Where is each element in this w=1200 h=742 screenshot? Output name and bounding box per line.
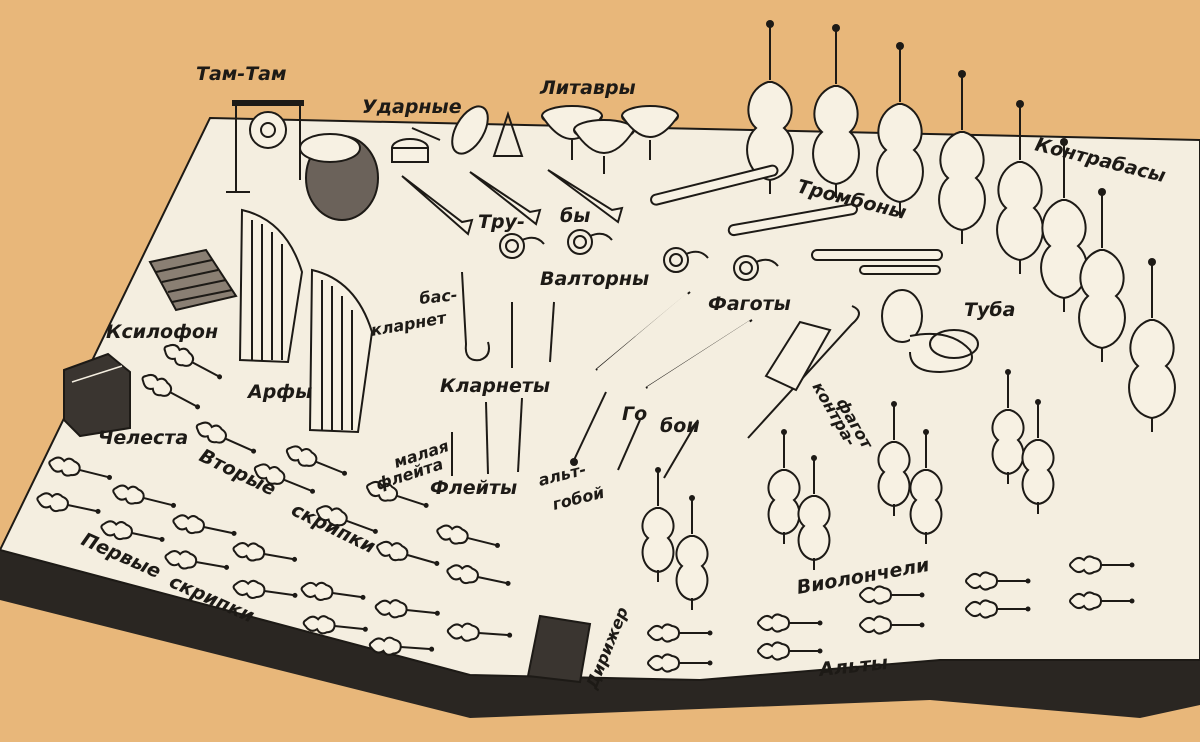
label-horns: Валторны (540, 268, 649, 290)
bass-clarinet-icon (461, 271, 490, 362)
label-percussion: Ударные (362, 96, 462, 118)
label-xylophone: Ксилофон (106, 321, 218, 343)
label-oboes-2: бои (660, 415, 700, 437)
label-tam-tam: Там-Там (196, 63, 287, 85)
label-clarinets: Кларнеты (440, 375, 550, 397)
bassoons-icon (595, 291, 753, 390)
label-flutes: Флейты (430, 477, 517, 499)
harps-icon (238, 208, 374, 434)
flutes-icon (451, 397, 523, 476)
timpani-icon (541, 105, 679, 174)
tam-tam-icon (226, 100, 304, 193)
label-trumpets-2: бы (560, 205, 590, 227)
contrabassoon-icon (747, 305, 860, 439)
bass-drum-icon (299, 133, 379, 221)
label-celesta: Челеста (98, 427, 188, 449)
tuba-icon (881, 289, 979, 374)
clarinets-icon (511, 301, 555, 368)
label-timpani: Литавры (539, 77, 636, 99)
celesta-icon (63, 352, 131, 438)
oboes-icon (570, 391, 699, 479)
stage-side (0, 548, 1200, 718)
conductor-podium-icon (526, 614, 592, 684)
label-trumpets-1: Тру- (478, 211, 525, 233)
label-harps: Арфы (246, 381, 312, 403)
label-bass-clarinet-1: бас- (418, 285, 458, 308)
label-bassoons: Фаготы (708, 293, 791, 315)
xylophone-icon (148, 248, 238, 312)
percussion-icon (391, 105, 524, 163)
label-oboes-1: Го (622, 403, 647, 425)
label-tuba: Туба (964, 299, 1015, 321)
trombones-icon (650, 164, 943, 275)
trumpets-icon (401, 169, 624, 236)
